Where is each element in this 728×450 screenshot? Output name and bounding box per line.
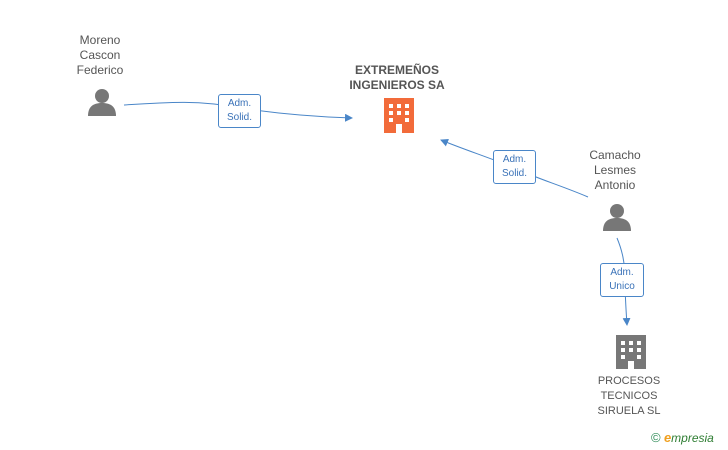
edge-label-e2[interactable]: Adm. Solid. xyxy=(493,150,536,184)
label-line: Moreno xyxy=(79,33,121,47)
brand-logo: empresia xyxy=(663,430,714,445)
label-line: Federico xyxy=(76,63,124,77)
label-line: Antonio xyxy=(594,178,636,192)
copyright-symbol: © xyxy=(651,430,661,445)
building-icon[interactable] xyxy=(616,335,646,369)
edge-label-line: Adm. xyxy=(610,267,634,278)
person-label-camacho[interactable]: Camacho Lesmes Antonio xyxy=(585,148,645,193)
label-line: EXTREMEÑOS xyxy=(354,63,439,77)
edge-label-e1[interactable]: Adm. Solid. xyxy=(218,94,261,128)
company-label-procesos[interactable]: PROCESOS TECNICOS SIRUELA SL xyxy=(591,374,667,419)
edge-label-line: Solid. xyxy=(501,168,527,179)
brand-initial: e xyxy=(663,430,672,445)
person-label-moreno[interactable]: Moreno Cascon Federico xyxy=(70,33,130,78)
label-line: PROCESOS xyxy=(597,375,661,387)
label-line: Camacho xyxy=(589,148,641,162)
person-icon[interactable] xyxy=(88,89,116,116)
edge-label-e3[interactable]: Adm. Unico xyxy=(600,263,644,297)
building-icon[interactable] xyxy=(384,98,414,133)
person-icon[interactable] xyxy=(603,204,631,231)
label-line: TECNICOS xyxy=(600,390,658,402)
edge-label-line: Adm. xyxy=(502,154,527,165)
label-line: SIRUELA SL xyxy=(597,405,661,417)
edge-label-line: Solid. xyxy=(226,112,252,123)
label-line: Lesmes xyxy=(593,163,637,177)
footer-brand[interactable]: © empresia xyxy=(651,430,714,445)
company-label-extremenos[interactable]: EXTREMEÑOS INGENIEROS SA xyxy=(337,63,457,93)
brand-rest: mpresia xyxy=(671,431,714,445)
label-line: Cascon xyxy=(79,48,121,62)
edge-label-line: Adm. xyxy=(227,98,252,109)
edge-label-line: Unico xyxy=(609,281,635,292)
label-line: INGENIEROS SA xyxy=(349,78,445,92)
